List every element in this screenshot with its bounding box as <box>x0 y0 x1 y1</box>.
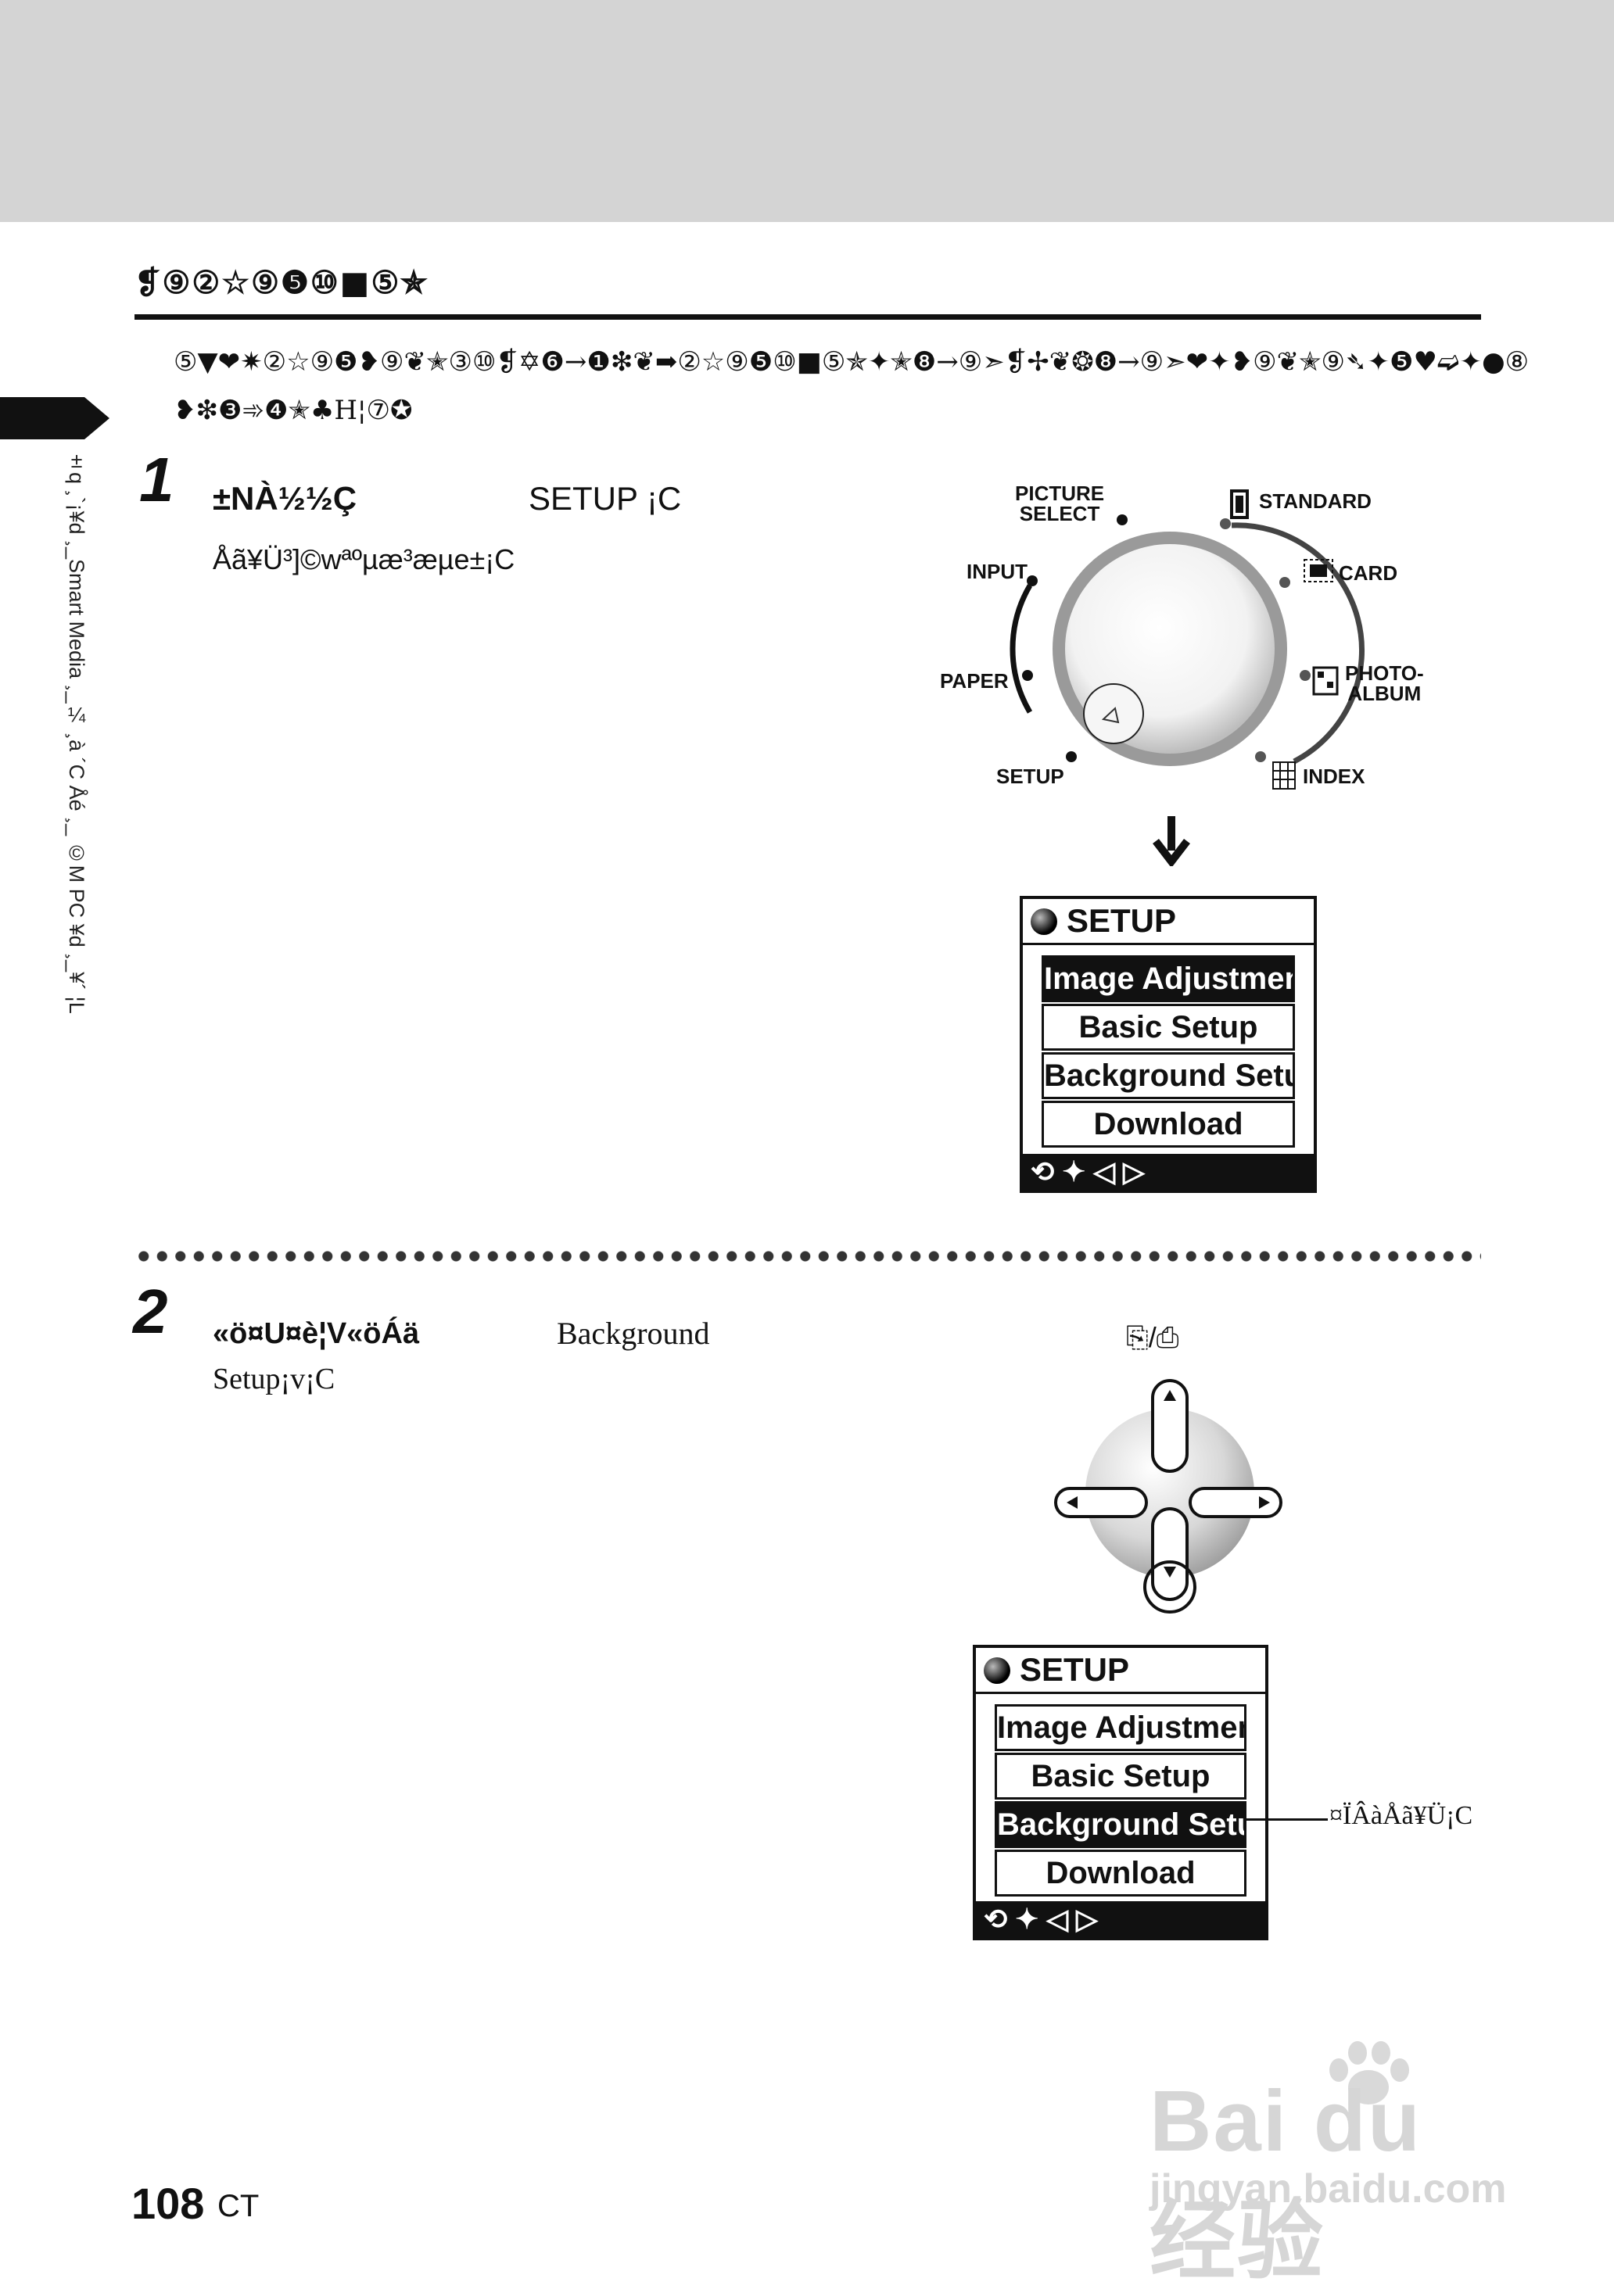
section-title: ❡⑨②☆⑨❺⑩■⑤✯ <box>134 264 429 301</box>
paw-icon <box>1329 2041 1409 2104</box>
title-rule <box>134 314 1481 320</box>
page-code: CT <box>217 2189 260 2223</box>
setup-menu-screen-2: SETUP Image Adjustment Basic Setup Backg… <box>973 1645 1268 1940</box>
dial-label-picture-select: PICTURE SELECT <box>1015 482 1105 525</box>
menu-footer-nav: ⟲ ✦ ◁ ▷ <box>976 1901 1265 1937</box>
step-2-text-b: Background <box>557 1316 710 1351</box>
watermark-url: jingyan.baidu.com <box>1150 2166 1507 2212</box>
menu-item-basic-setup[interactable]: Basic Setup <box>1042 1004 1295 1051</box>
menu-ball-icon <box>1031 908 1057 935</box>
callout-text: ¤ÏÂàÅã¥Ü¡C <box>1329 1801 1473 1830</box>
direction-pad[interactable] <box>1053 1376 1287 1618</box>
top-band <box>0 0 1614 222</box>
dial-label-photo-album: PHOTO- ALBUM <box>1345 661 1424 705</box>
step-2-number: 2 <box>133 1277 168 1346</box>
callout-line <box>1246 1818 1328 1821</box>
menu-item-image-adjustment[interactable]: Image Adjustment <box>995 1704 1246 1751</box>
step-2-text-a: «ö¤U¤è¦V«öÁä <box>213 1317 420 1350</box>
chapter-tab-arrow <box>0 397 109 439</box>
intro-text: ⑤▼❤✷②☆⑨❺❥⑨❦✭③⑩❡✡❻→❶❇❦➡②☆⑨❺⑩■⑤✯✦✭❽→⑨➣❡✢❦❂… <box>174 338 1614 435</box>
menu-item-background-setup[interactable]: Background Setup <box>1042 1052 1295 1099</box>
dial-label-index: INDEX <box>1303 765 1365 788</box>
mode-dial[interactable]: PICTURE SELECT STANDARD INPUT CARD PAPER… <box>923 469 1470 813</box>
step-2-text-line2: Setup¡v¡C <box>213 1363 335 1395</box>
step-1-text-a: ±NÀ½½Ç <box>213 480 357 517</box>
menu-ball-icon <box>984 1657 1010 1684</box>
intro-line-1: ⑤▼❤✷②☆⑨❺❥⑨❦✭③⑩❡✡❻→❶❇❦➡②☆⑨❺⑩■⑤✯✦✭❽→⑨➣❡✢❦❂… <box>174 346 1530 378</box>
step-1-text-line2: Åã¥Ü³]©wªºµæ³æµe­±¡C <box>213 543 515 575</box>
dial-label-card: CARD <box>1339 561 1398 585</box>
menu-footer-nav: ⟲ ✦ ◁ ▷ <box>1023 1154 1314 1190</box>
print-index-label: ⎘/⎙ <box>1126 1321 1179 1353</box>
setup-menu-header: SETUP <box>976 1648 1265 1694</box>
baidu-watermark: Bai du 经验 jingyan.baidu.com <box>1142 2040 1533 2290</box>
step-1-number: 1 <box>139 445 174 514</box>
menu-item-image-adjustment[interactable]: Image Adjustment <box>1042 955 1295 1002</box>
down-arrow-icon <box>1153 816 1190 866</box>
dial-label-paper: PAPER <box>940 669 1009 693</box>
menu-item-download[interactable]: Download <box>1042 1101 1295 1148</box>
menu-item-download[interactable]: Download <box>995 1850 1246 1897</box>
setup-menu-screen-1: SETUP Image Adjustment Basic Setup Backg… <box>1020 896 1317 1193</box>
page-number: 108 <box>131 2179 205 2228</box>
menu-item-background-setup[interactable]: Background Setup <box>995 1801 1246 1848</box>
intro-line-2: ❥❇❸➾❹✭♣H¦⑦✪ <box>174 395 413 426</box>
step-1-text-b: SETUP ¡C <box>529 480 682 517</box>
mode-dial-graphic <box>1010 489 1365 790</box>
menu-item-basic-setup[interactable]: Basic Setup <box>995 1753 1246 1800</box>
dial-label-setup: SETUP <box>996 765 1064 788</box>
step-divider <box>134 1249 1481 1263</box>
sidebar-chapter-text: ±q ¸`¡¥d ¸_Smart Media ¸_¼ ¸à ´C Åé ¸_ ©… <box>65 449 88 1014</box>
watermark-brand: Bai du 经验 <box>1150 2073 1422 2290</box>
dial-label-standard: STANDARD <box>1259 489 1372 513</box>
setup-menu-header: SETUP <box>1023 899 1314 945</box>
dial-label-input: INPUT <box>967 560 1028 583</box>
